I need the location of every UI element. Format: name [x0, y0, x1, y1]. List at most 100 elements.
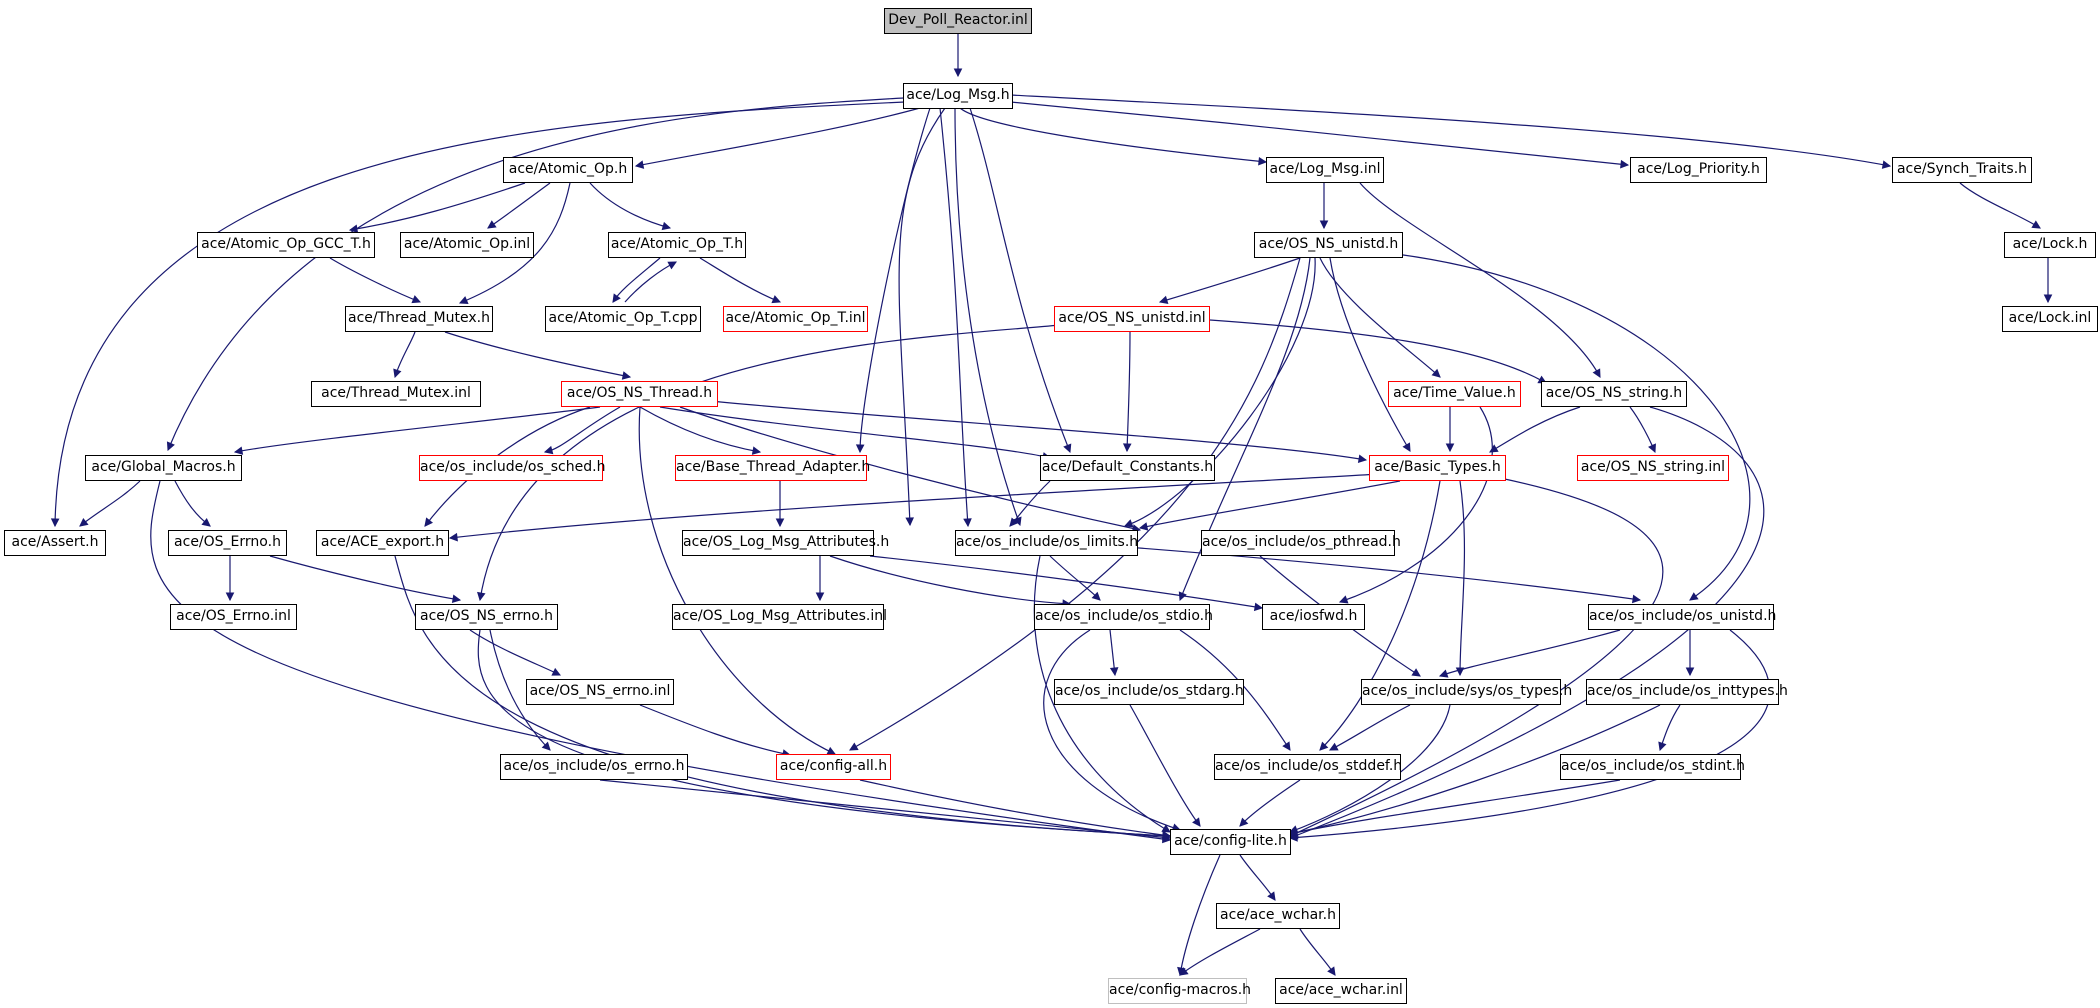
node-log-priority-h[interactable]: ace/Log_Priority.h	[1630, 157, 1767, 183]
edge-arrowhead	[451, 594, 462, 603]
edge-arrowhead	[775, 518, 785, 528]
node-iosfwd-h[interactable]: ace/iosfwd.h	[1262, 604, 1365, 630]
dependency-edge	[1159, 257, 1301, 303]
node-atomic-op-t-h[interactable]: ace/Atomic_Op_T.h	[608, 232, 746, 258]
edge-arrowhead	[448, 532, 458, 542]
dependency-edge	[989, 99, 1629, 166]
node-os-ns-unistd-h[interactable]: ace/OS_NS_unistd.h	[1254, 232, 1403, 258]
node-time-value-h[interactable]: ace/Time_Value.h	[1388, 381, 1521, 407]
dependency-edge	[79, 480, 141, 527]
edge-arrowhead	[487, 220, 497, 229]
node-os-ns-unistd-inl[interactable]: ace/OS_NS_unistd.inl	[1054, 306, 1210, 332]
node-ace-wchar-inl[interactable]: ace/ace_wchar.inl	[1275, 978, 1407, 1004]
dependency-edge	[599, 779, 1171, 839]
node-os-inttypes-h[interactable]: ace/os_include/os_inttypes.h	[1586, 679, 1788, 705]
node-global-macros-h[interactable]: ace/Global_Macros.h	[85, 455, 242, 481]
edge-arrowhead	[543, 445, 554, 455]
edge-arrowhead	[551, 667, 562, 676]
node-os-log-msg-attributes-inl[interactable]: ace/OS_Log_Msg_Attributes.inl	[672, 604, 887, 630]
edge-arrowhead	[751, 446, 762, 455]
dependency-edge	[1126, 331, 1131, 452]
dependency-edge	[449, 473, 1381, 539]
node-os-log-msg-attributes-h[interactable]: ace/OS_Log_Msg_Attributes.h	[682, 530, 889, 556]
node-ace-wchar-h[interactable]: ace/ace_wchar.h	[1216, 903, 1340, 929]
node-dev-poll-reactor-inl: Dev_Poll_Reactor.inl	[884, 8, 1032, 34]
node-synch-traits-h[interactable]: ace/Synch_Traits.h	[1892, 157, 2032, 183]
dependency-edge	[679, 406, 1141, 531]
node-os-ns-string-inl[interactable]: ace/OS_NS_string.inl	[1577, 455, 1729, 481]
dependency-edge	[589, 182, 671, 229]
edge-arrowhead	[667, 261, 677, 270]
node-os-stddef-h[interactable]: ace/os_include/os_stddef.h	[1214, 754, 1402, 780]
node-os-ns-string-h[interactable]: ace/OS_NS_string.h	[1541, 381, 1687, 407]
node-assert-h[interactable]: ace/Assert.h	[4, 530, 106, 556]
dependency-edge	[1129, 704, 1201, 827]
edge-arrowhead	[1402, 442, 1411, 452]
node-default-constants-h[interactable]: ace/Default_Constants.h	[1040, 455, 1215, 481]
dependency-edge	[394, 555, 1171, 837]
dependency-edge	[459, 182, 571, 304]
node-atomic-op-inl[interactable]: ace/Atomic_Op.inl	[400, 232, 534, 258]
node-os-limits-h[interactable]: ace/os_include/os_limits.h	[955, 530, 1138, 556]
node-thread-mutex-inl[interactable]: ace/Thread_Mutex.inl	[311, 381, 481, 407]
edge-arrowhead	[1109, 667, 1119, 677]
dependency-edge	[849, 257, 1301, 751]
edge-arrowhead	[225, 592, 235, 602]
node-config-all-h[interactable]: ace/config-all.h	[776, 754, 891, 780]
node-basic-types-h[interactable]: ace/Basic_Types.h	[1369, 455, 1506, 481]
edge-arrowhead	[411, 295, 422, 304]
edge-arrowhead	[1122, 443, 1132, 453]
node-os-errno-h[interactable]: ace/OS_Errno.h	[168, 530, 287, 556]
edge-arrowhead	[953, 68, 963, 78]
dependency-edge	[1109, 629, 1116, 676]
edge-arrowhead	[1592, 368, 1601, 378]
node-os-sched-h[interactable]: ace/os_include/os_sched.h	[419, 455, 605, 481]
dependency-edge	[1239, 854, 1276, 901]
node-sys-os-types-h[interactable]: ace/os_include/sys/os_types.h	[1361, 679, 1572, 705]
dependency-edge	[1209, 319, 1547, 384]
node-os-stdio-h[interactable]: ace/os_include/os_stdio.h	[1034, 604, 1213, 630]
node-thread-mutex-h[interactable]: ace/Thread_Mutex.h	[345, 306, 493, 332]
dependency-edge	[1009, 480, 1051, 527]
edge-arrowhead	[1288, 828, 1299, 837]
node-base-thread-adapter-h[interactable]: ace/Base_Thread_Adapter.h	[675, 455, 870, 481]
edge-arrowhead	[477, 591, 486, 602]
edge-arrowhead	[855, 444, 865, 454]
node-atomic-op-h[interactable]: ace/Atomic_Op.h	[503, 157, 633, 183]
node-os-errno-inl[interactable]: ace/OS_Errno.inl	[170, 604, 297, 630]
node-config-lite-h[interactable]: ace/config-lite.h	[1170, 829, 1291, 855]
node-os-ns-errno-h[interactable]: ace/OS_NS_errno.h	[415, 604, 558, 630]
node-os-ns-errno-inl[interactable]: ace/OS_NS_errno.inl	[526, 679, 674, 705]
dependency-edge	[1489, 406, 1581, 453]
dependency-edge	[1289, 629, 1771, 839]
node-config-macros-h: ace/config-macros.h	[1108, 978, 1251, 1004]
edge-arrowhead	[621, 371, 632, 380]
node-atomic-op-t-inl[interactable]: ace/Atomic_Op_T.inl	[723, 306, 868, 332]
node-lock-inl[interactable]: ace/Lock.inl	[2002, 306, 2098, 332]
dependency-edge	[1139, 480, 1401, 529]
edge-arrowhead	[661, 221, 672, 231]
node-ace-export-h[interactable]: ace/ACE_export.h	[316, 530, 449, 556]
node-os-ns-thread-h[interactable]: ace/OS_NS_Thread.h	[561, 381, 718, 407]
edge-arrowhead	[458, 296, 469, 305]
node-log-msg-inl[interactable]: ace/Log_Msg.inl	[1266, 157, 1384, 183]
node-os-stdarg-h[interactable]: ace/os_include/os_stdarg.h	[1054, 679, 1244, 705]
edge-arrowhead	[50, 518, 60, 528]
edge-arrowhead	[1445, 443, 1455, 453]
edge-arrowhead	[1631, 594, 1642, 604]
node-lock-h[interactable]: ace/Lock.h	[2004, 232, 2096, 258]
dependency-edge	[612, 257, 661, 303]
edge-arrowhead	[1881, 160, 1892, 169]
node-os-unistd-h[interactable]: ace/os_include/os_unistd.h	[1588, 604, 1776, 630]
node-os-include-errno-h[interactable]: ace/os_include/os_errno.h	[500, 754, 688, 780]
dependency-edge	[1459, 480, 1466, 676]
node-atomic-op-gcc-t-h[interactable]: ace/Atomic_Op_GCC_T.h	[197, 232, 375, 258]
dependency-edge	[469, 629, 561, 676]
node-os-pthread-h[interactable]: ace/os_include/os_pthread.h	[1201, 530, 1401, 556]
node-log-msg-h[interactable]: ace/Log_Msg.h	[903, 83, 1013, 109]
node-atomic-op-t-cpp[interactable]: ace/Atomic_Op_T.cpp	[545, 306, 701, 332]
dependency-edge	[269, 555, 461, 601]
node-os-stdint-h[interactable]: ace/os_include/os_stdint.h	[1560, 754, 1745, 780]
edge-arrowhead	[1091, 591, 1101, 601]
